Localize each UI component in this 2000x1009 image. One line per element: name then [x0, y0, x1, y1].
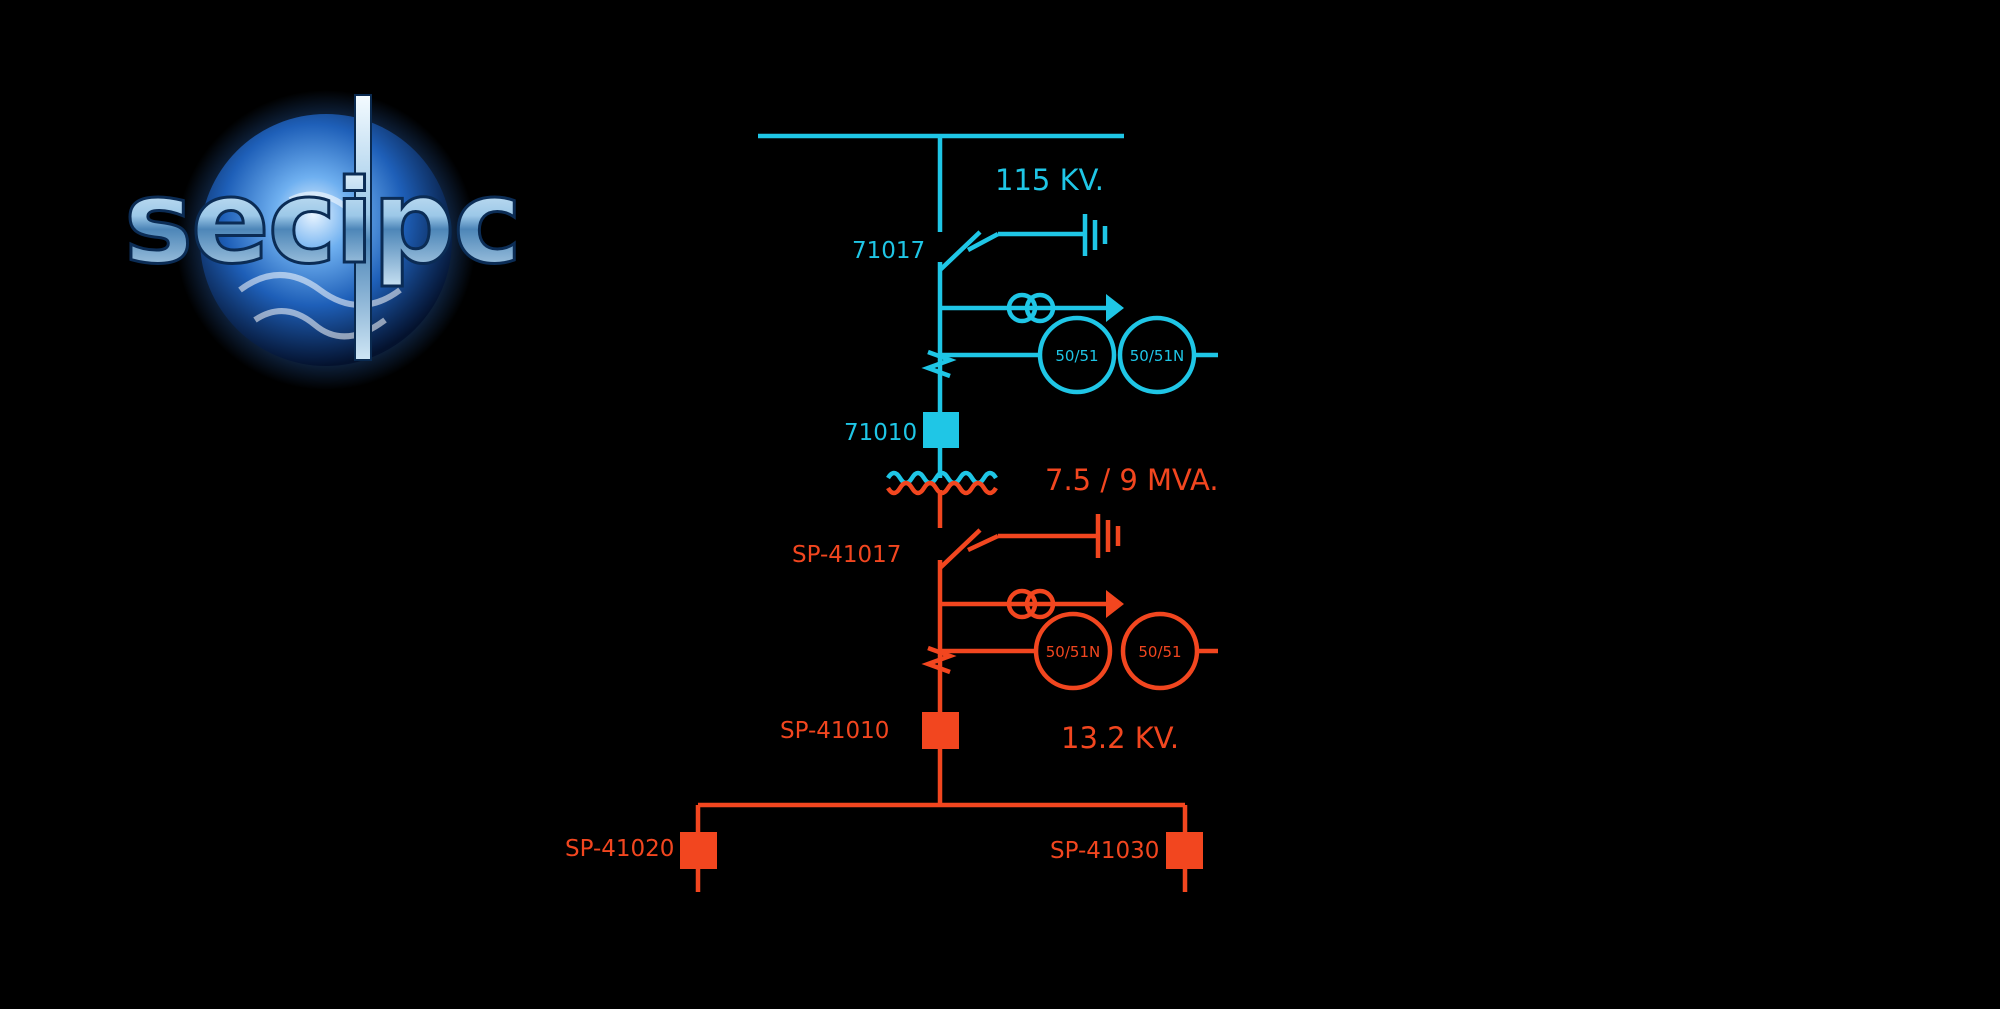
feeder-right-label: SP-41030	[1050, 838, 1159, 864]
lv-ct-icon-2	[1024, 588, 1056, 620]
hv-ct-icon-2	[1024, 292, 1056, 324]
logo-text: secipc	[124, 155, 520, 290]
lv-breaker-label: SP-41010	[780, 718, 889, 744]
logo-bar	[354, 94, 372, 361]
hv-breaker-icon	[923, 412, 959, 448]
feeder-left-label: SP-41020	[565, 836, 674, 862]
hv-ct-icon-1	[1006, 292, 1038, 324]
hv-relay-1-label: 50/51	[1055, 347, 1098, 365]
lv-relay-1	[1033, 611, 1113, 691]
hv-ct-squiggle-icon	[921, 349, 957, 379]
hv-disconnect-switch	[938, 230, 982, 272]
high-voltage-section	[758, 133, 1218, 486]
feeder-left-breaker-icon	[680, 832, 717, 869]
feeder-right-breaker-icon	[1166, 832, 1203, 869]
lv-disconnect-switch	[938, 528, 982, 570]
company-logo: secipc	[122, 90, 524, 390]
hv-voltage-label: 115 KV.	[995, 163, 1104, 197]
lv-ground-icon	[1095, 514, 1121, 558]
lv-ct-icon-1	[1006, 588, 1038, 620]
hv-breaker-label: 71010	[844, 420, 917, 446]
hv-disconnect-label: 71017	[852, 238, 925, 264]
lv-breaker-icon	[922, 712, 959, 749]
lv-arrow-icon	[1106, 590, 1124, 618]
lv-ct-squiggle-icon	[921, 645, 957, 675]
lv-voltage-label: 13.2 KV.	[1061, 721, 1179, 755]
hv-arrow-icon	[1106, 294, 1124, 322]
hv-earth-switch-arm	[966, 232, 1000, 252]
globe-icon	[200, 114, 452, 366]
hv-relay-1	[1037, 315, 1117, 395]
lv-earth-switch-arm	[967, 533, 999, 553]
lv-disconnect-label: SP-41017	[792, 542, 901, 568]
lv-relay-2-label: 50/51	[1138, 643, 1181, 661]
hv-ground-icon	[1082, 214, 1108, 256]
transformer-rating-label: 7.5 / 9 MVA.	[1045, 463, 1219, 497]
low-voltage-section	[680, 480, 1218, 892]
lv-relay-1-label: 50/51N	[1046, 643, 1100, 661]
hv-relay-2-label: 50/51N	[1130, 347, 1184, 365]
